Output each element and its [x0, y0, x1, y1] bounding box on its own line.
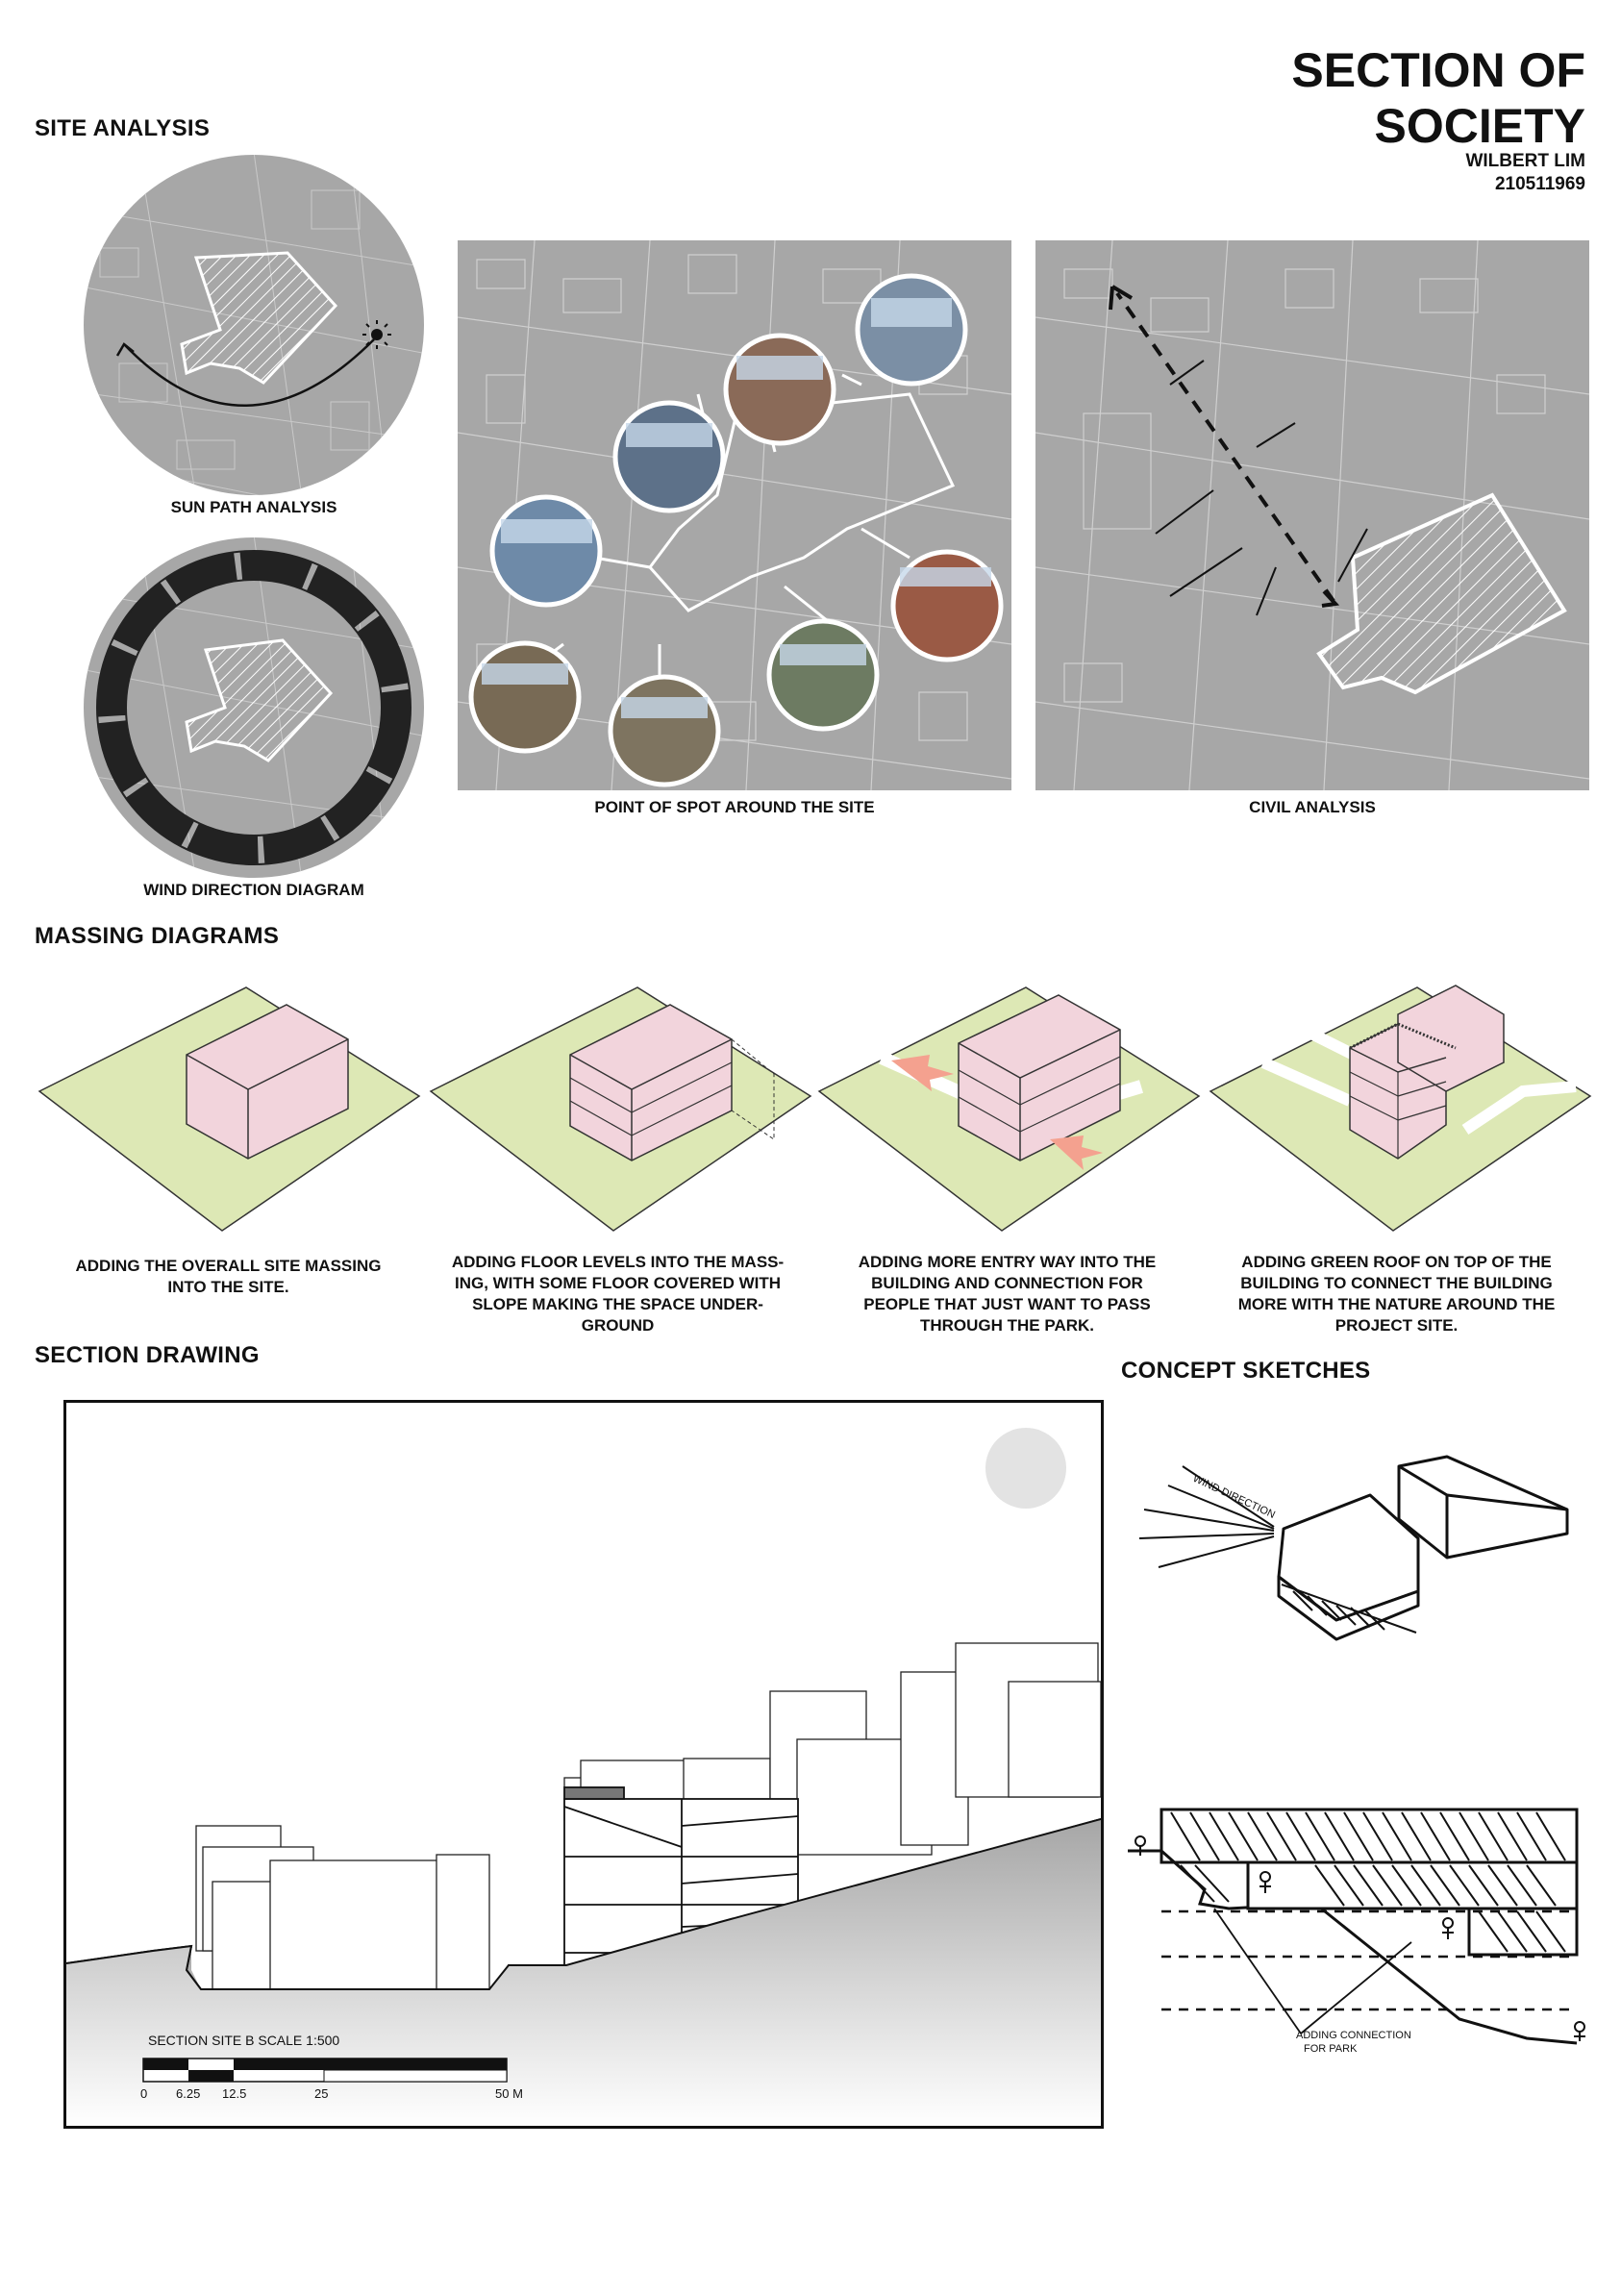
photo-spot-6 [766, 618, 880, 732]
photo-spot-4 [489, 494, 603, 608]
massing-heading: MASSING DIAGRAMS [35, 923, 280, 949]
wind-direction-diagram [84, 537, 424, 878]
photo-spot-2 [723, 333, 836, 446]
sun-path-diagram [84, 155, 424, 495]
title-line-1: SECTION OF [1291, 43, 1585, 97]
sketch1-note: WIND DIRECTION [1191, 1473, 1277, 1521]
massing-step-1 [37, 986, 421, 1232]
wind-lines [1138, 1465, 1275, 1568]
photo-spot-3 [612, 400, 726, 513]
author-name: WILBERT LIM [1465, 151, 1585, 171]
page-title: SECTION OF SOCIETY [1291, 42, 1585, 154]
scale-tick-0: 0 [140, 2086, 148, 2101]
massing-caption-4: ADDING GREEN ROOF ON TOP OF THE BUILDING… [1237, 1253, 1556, 1335]
civil-caption: CIVIL ANALYSIS [1249, 798, 1376, 816]
sun-disc [985, 1428, 1066, 1509]
photo-spot-1 [855, 273, 968, 387]
entry-arrow [1050, 1136, 1103, 1170]
section-heading: SECTION DRAWING [35, 1342, 260, 1368]
massing-step-2 [429, 986, 812, 1232]
civil-analysis-map [1035, 240, 1589, 790]
author-block: WILBERT LIM 210511969 [1465, 150, 1585, 196]
wind-caption: WIND DIRECTION DIAGRAM [143, 881, 364, 899]
wind-ring [96, 550, 411, 865]
sun-icon [362, 320, 391, 349]
scale-bar [142, 2058, 508, 2083]
sketch2-note-2: FOR PARK [1304, 2043, 1358, 2055]
concept-sketch-2: ADDING CONNECTION FOR PARK [1128, 1808, 1585, 2055]
sketch2-note-1: ADDING CONNECTION [1296, 2030, 1411, 2041]
site-outline [1316, 492, 1567, 695]
massing-caption-3: ADDING MORE ENTRY WAY INTO THE BUILDING … [858, 1253, 1157, 1335]
route-arrow [1115, 291, 1335, 603]
title-line-2: SOCIETY [1374, 99, 1585, 153]
scale-tick-3: 25 [314, 2086, 329, 2101]
scale-title: SECTION SITE B SCALE 1:500 [148, 2033, 340, 2048]
section-drawing-frame: SECTION SITE B SCALE 1:500 0 6.25 12.5 2… [63, 1400, 1104, 2129]
photo-spot-7 [608, 674, 721, 787]
scale-tick-2: 12.5 [222, 2086, 247, 2101]
scale-tick-1: 6.25 [176, 2086, 201, 2101]
person-icons [1135, 1835, 1585, 2041]
concept-sketch-1: WIND DIRECTION [1138, 1455, 1569, 1641]
student-id: 210511969 [1494, 174, 1585, 194]
sun-arc [123, 338, 375, 407]
site-outline [180, 251, 338, 385]
site-analysis-heading: SITE ANALYSIS [35, 115, 211, 141]
massing-caption-1: ADDING THE OVERALL SITE MASSING INTO THE… [75, 1257, 382, 1296]
concept-heading: CONCEPT SKETCHES [1121, 1358, 1371, 1384]
sun-path-caption: SUN PATH ANALYSIS [170, 498, 337, 516]
massing-caption-2: ADDING FLOOR LEVELS INTO THE MASS- ING, … [451, 1253, 785, 1335]
site-outline [648, 392, 956, 612]
scale-tick-4: 50 M [495, 2086, 523, 2101]
entry-arrow [891, 1055, 954, 1091]
massing-step-4 [1209, 985, 1592, 1232]
massing-diagrams [37, 985, 1592, 1232]
photo-spot-8 [468, 640, 582, 754]
point-of-spot-map [458, 240, 1011, 790]
site-outline [185, 638, 334, 762]
section-drawing [66, 1428, 1101, 2126]
points-caption: POINT OF SPOT AROUND THE SITE [594, 798, 875, 816]
massing-step-3 [817, 986, 1201, 1232]
